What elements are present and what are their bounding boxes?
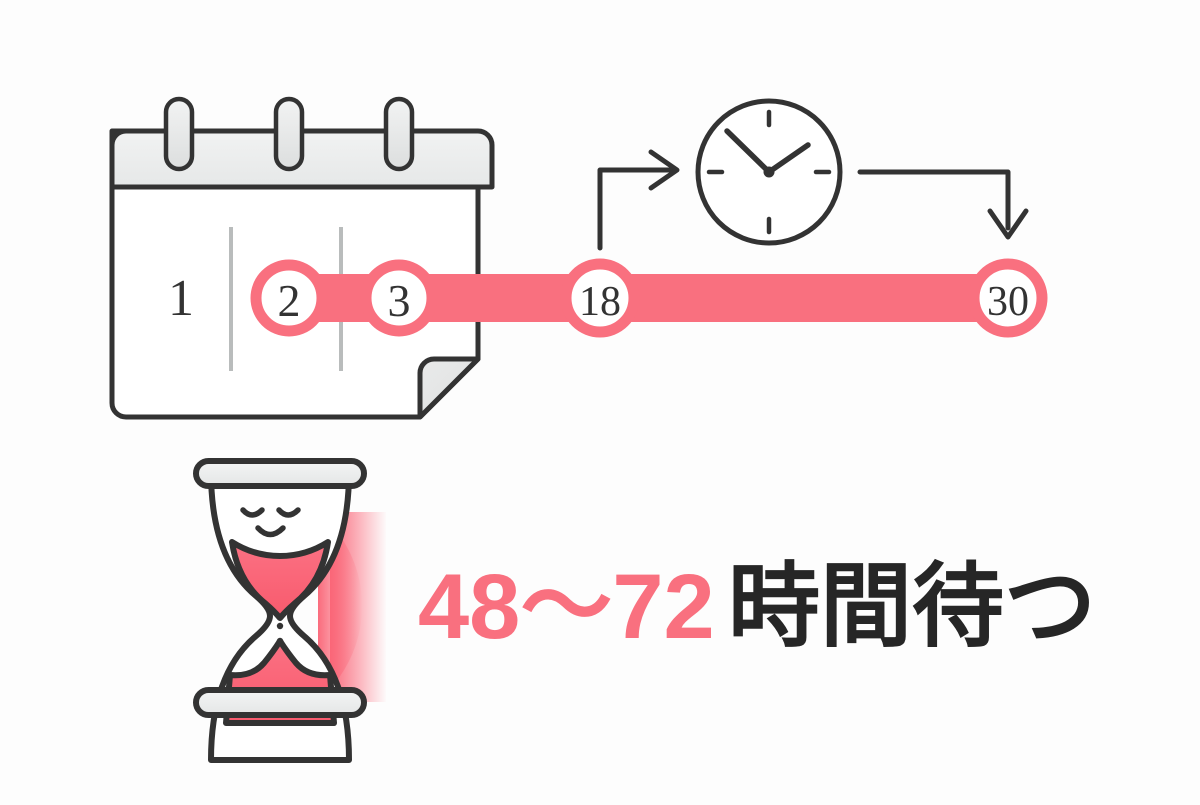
calendar-folded-corner — [417, 356, 481, 420]
calendar-illustration: 1 — [109, 96, 495, 420]
arrow-right-down-to-node — [857, 169, 1029, 240]
timeline-node-ring — [250, 259, 328, 337]
timeline-node-ring — [360, 259, 438, 337]
hourglass-grain — [276, 622, 284, 630]
clock-hour-hand — [766, 142, 811, 175]
clock-illustration — [695, 98, 843, 246]
timeline-node-label: 30 — [987, 279, 1029, 325]
timeline-node-label: 18 — [579, 279, 621, 325]
hourglass-eye-right-icon — [276, 507, 301, 518]
arrow-up-right-to-clock — [597, 149, 680, 251]
arrow-inbound-head — [648, 149, 680, 191]
calendar-ring — [163, 96, 195, 172]
timeline-bar — [270, 274, 1040, 322]
arrow-outbound-head — [987, 208, 1029, 240]
arrow-outbound-path — [857, 169, 1011, 231]
timeline-node-18[interactable]: 18 — [560, 258, 640, 338]
timeline-node-2[interactable]: 2 — [250, 259, 328, 337]
wait-duration-caption: 48〜72 時間待つ — [418, 556, 1096, 658]
progress-timeline — [270, 274, 1040, 322]
hourglass-illustration — [193, 458, 386, 763]
hourglass-eye-left-icon — [240, 507, 265, 518]
clock-center-pin — [763, 166, 775, 178]
caption-range-text: 48〜72 — [418, 556, 715, 658]
timeline-node-ring — [968, 258, 1048, 338]
hourglass-cap-top — [193, 458, 367, 489]
timeline-node-label: 2 — [278, 275, 301, 326]
calendar-ring — [383, 96, 415, 172]
calendar-day-1: 1 — [168, 270, 194, 327]
timeline-node-3[interactable]: 3 — [360, 259, 438, 337]
timeline-node-label: 3 — [388, 275, 411, 326]
calendar-ring — [273, 96, 305, 172]
hourglass-smile-icon — [255, 525, 286, 538]
timeline-node-ring — [560, 258, 640, 338]
calendar-ring-group — [163, 96, 415, 172]
timeline-node-group: 2 3 18 30 — [250, 258, 1048, 338]
hourglass-sand-top — [229, 539, 331, 621]
hourglass-face — [240, 507, 301, 538]
caption-unit-text: 時間待つ — [728, 556, 1096, 658]
arrow-inbound-path — [597, 167, 675, 251]
clock-minute-hand — [724, 128, 772, 175]
hourglass-cap-bottom — [193, 687, 367, 718]
timeline-node-30[interactable]: 30 — [968, 258, 1048, 338]
